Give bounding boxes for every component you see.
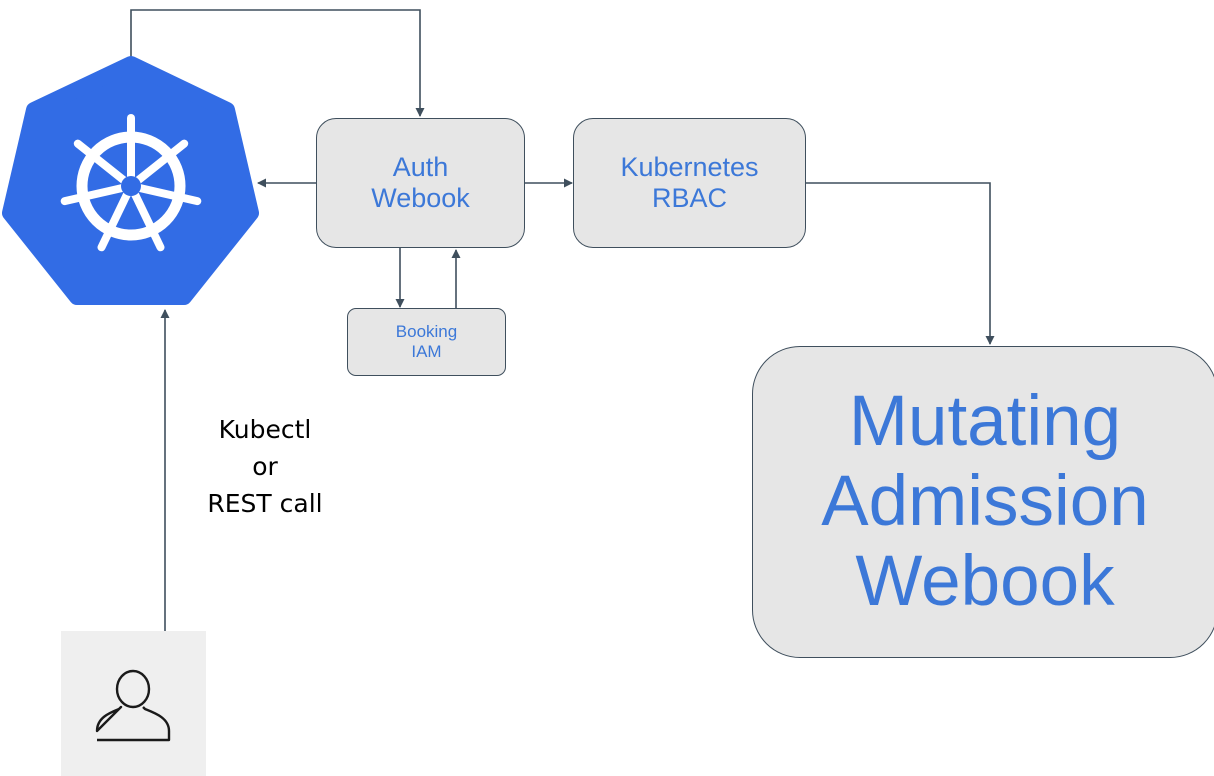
auth-webhook-label-line-1: Auth [392,152,449,182]
kubernetes-rbac-node: Kubernetes RBAC [573,118,806,248]
client-label-line-2: or [252,452,278,481]
mutating-label-line-2: Admission [821,462,1149,541]
booking-iam-label-line-2: IAM [411,342,442,361]
client-label: Kubectl or REST call [180,411,350,522]
user-icon [95,669,171,742]
rbac-label-line-1: Kubernetes [620,152,759,182]
client-label-line-1: Kubectl [218,415,312,444]
booking-iam-node: Booking IAM [347,308,506,376]
kubernetes-logo-icon [2,56,259,305]
booking-iam-label-line-1: Booking [395,322,458,341]
auth-webhook-label-line-2: Webook [371,183,470,213]
edge-rbac-to-mutating-webhook [806,182,995,345]
rbac-label-line-2: RBAC [651,183,727,213]
client-label-line-3: REST call [207,489,323,518]
edge-kubernetes-to-auth-webhook [130,9,425,117]
mutating-label-line-1: Mutating [848,382,1122,461]
mutating-label-line-3: Webook [855,542,1115,621]
user-node [61,631,206,776]
auth-webhook-node: Auth Webook [316,118,525,248]
mutating-admission-webhook-node: Mutating Admission Webook [752,346,1214,658]
